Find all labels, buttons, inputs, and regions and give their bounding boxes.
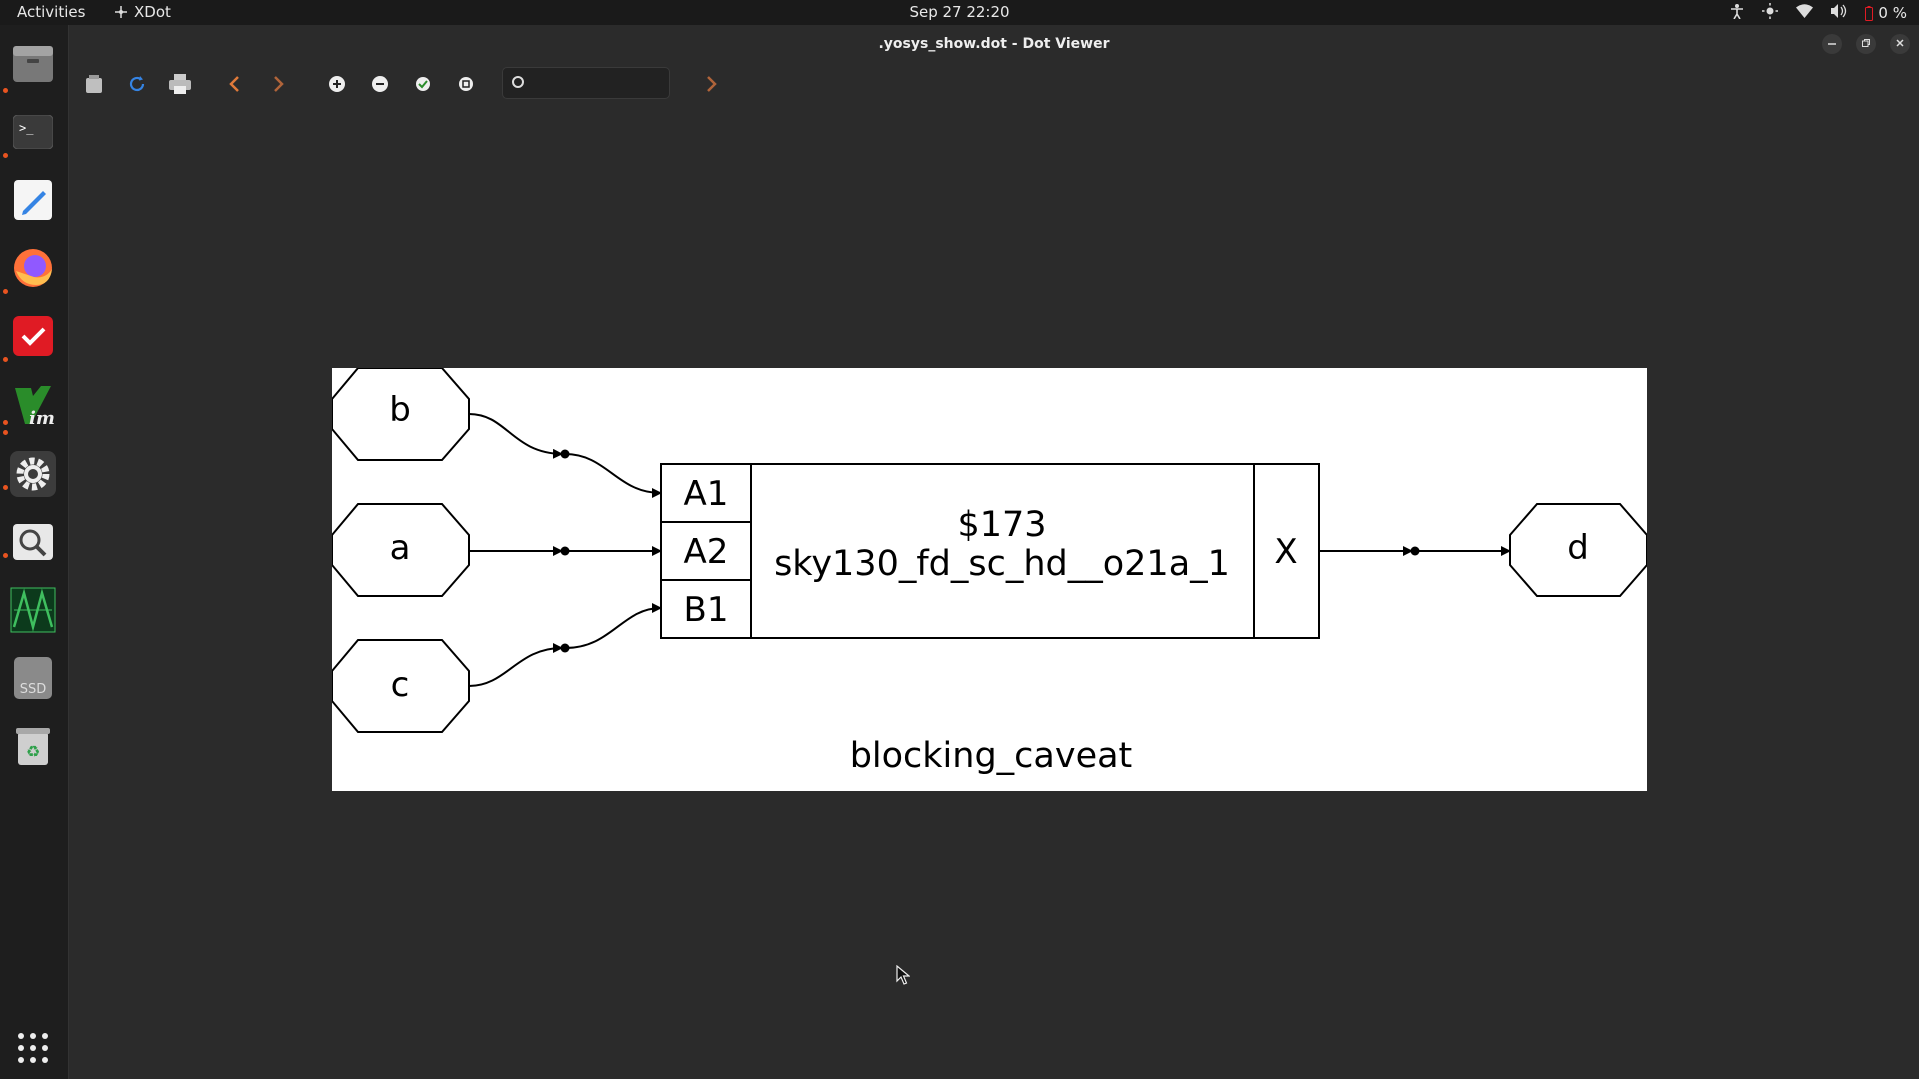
netlist-graph: b a c A1 A2 B1 — [331, 367, 1648, 776]
reload-icon — [129, 76, 145, 92]
open-file-icon — [86, 75, 102, 93]
application-dock: >_ im SSD ♻ — [0, 25, 69, 1079]
zoom-out-icon — [372, 76, 388, 92]
edge-b-junction — [468, 413, 563, 459]
close-icon — [1896, 39, 1904, 47]
reload-button[interactable] — [124, 71, 150, 97]
output-label-d: d — [1567, 528, 1589, 568]
svg-text:♻: ♻ — [26, 742, 40, 761]
back-button[interactable] — [222, 71, 248, 97]
battery-icon — [1865, 5, 1874, 21]
cell-id: $173 — [957, 505, 1046, 545]
zoom-fit-icon — [416, 77, 430, 91]
svg-text:>_: >_ — [19, 121, 34, 135]
cell-type: sky130_fd_sc_hd__o21a_1 — [774, 544, 1230, 584]
firefox-icon — [14, 249, 52, 287]
app-red-icon — [13, 316, 53, 356]
magnifier-icon — [13, 524, 53, 560]
zoom-original-icon — [459, 77, 473, 91]
app-name: XDot — [134, 3, 171, 21]
gear-icon — [16, 457, 50, 491]
svg-text:im: im — [29, 408, 55, 428]
print-button[interactable] — [167, 71, 193, 97]
close-button[interactable] — [1890, 34, 1910, 54]
dock-terminal[interactable]: >_ — [10, 109, 56, 155]
dock-waveform-viewer[interactable] — [10, 587, 56, 633]
input-port-a[interactable]: a — [331, 503, 470, 597]
minimize-button[interactable] — [1822, 34, 1842, 54]
app-menu[interactable]: XDot — [114, 3, 171, 21]
forward-button[interactable] — [265, 71, 291, 97]
restore-icon — [1862, 39, 1870, 47]
chevron-right-icon — [707, 76, 717, 92]
dock-firefox[interactable] — [10, 245, 56, 291]
text-editor-icon — [14, 180, 52, 220]
cell-port-A2: A2 — [684, 532, 729, 572]
chevron-left-icon — [229, 76, 239, 92]
mouse-cursor-icon — [896, 964, 911, 989]
graph-canvas[interactable]: b a c A1 A2 B1 — [331, 367, 1648, 791]
xdot-app-icon — [115, 6, 127, 18]
cell-port-B1: B1 — [684, 590, 729, 630]
edge-junction-B1 — [564, 603, 662, 649]
input-port-c[interactable]: c — [331, 639, 470, 733]
minimize-icon — [1828, 43, 1836, 45]
clock[interactable]: Sep 27 22:20 — [909, 3, 1010, 21]
open-file-button[interactable] — [81, 71, 107, 97]
show-applications-button[interactable] — [10, 1025, 56, 1071]
svg-text:SSD: SSD — [20, 682, 47, 697]
maximize-button[interactable] — [1856, 34, 1876, 54]
input-port-b[interactable]: b — [331, 367, 470, 461]
cell-node[interactable]: A1 A2 B1 $173 sky130_fd_sc_hd__o21a_1 X — [660, 463, 1320, 639]
system-tray[interactable]: 0 % — [1730, 3, 1907, 23]
dock-trash[interactable]: ♻ — [10, 723, 56, 769]
activities-button[interactable]: Activities — [17, 3, 86, 21]
accessibility-icon[interactable] — [1730, 3, 1744, 23]
edge-junction-A1 — [564, 453, 662, 498]
window-title-bar[interactable]: .yosys_show.dot - Dot Viewer — [69, 25, 1919, 63]
dock-vim[interactable]: im — [10, 383, 56, 429]
app-grid-icon — [18, 1033, 48, 1063]
printer-icon — [169, 74, 191, 94]
brightness-icon[interactable] — [1762, 3, 1779, 23]
cell-port-X: X — [1274, 532, 1297, 572]
trash-icon: ♻ — [16, 728, 50, 765]
toolbar — [69, 63, 1919, 105]
input-label-a: a — [390, 528, 411, 568]
dock-app-red[interactable] — [10, 313, 56, 359]
files-icon — [13, 46, 53, 82]
chevron-right-icon — [274, 76, 284, 92]
waveform-icon — [10, 587, 56, 633]
find-next-button[interactable] — [698, 71, 724, 97]
zoom-100-button[interactable] — [453, 71, 479, 97]
volume-icon[interactable] — [1831, 4, 1847, 22]
input-label-c: c — [391, 665, 410, 705]
drive-icon: SSD — [14, 657, 52, 699]
cell-port-A1: A1 — [684, 474, 729, 514]
dock-text-editor[interactable] — [10, 177, 56, 223]
zoom-in-icon — [329, 76, 345, 92]
dock-ssd-drive[interactable]: SSD — [10, 655, 56, 701]
wifi-icon[interactable] — [1796, 4, 1814, 22]
dock-image-viewer[interactable] — [10, 519, 56, 565]
battery-percent: 0 % — [1878, 4, 1907, 22]
graph-label: blocking_caveat — [850, 736, 1133, 776]
window-title: .yosys_show.dot - Dot Viewer — [878, 36, 1110, 52]
edge-c-junction — [468, 643, 563, 687]
search-input[interactable] — [502, 67, 670, 99]
battery-indicator[interactable]: 0 % — [1865, 4, 1907, 22]
input-label-b: b — [389, 390, 411, 430]
vim-icon: im — [15, 386, 55, 428]
output-port-d[interactable]: d — [1509, 503, 1648, 597]
zoom-fit-button[interactable] — [410, 71, 436, 97]
zoom-in-button[interactable] — [324, 71, 350, 97]
dock-settings[interactable] — [10, 451, 56, 497]
system-top-bar: Activities XDot Sep 27 22:20 0 % — [0, 0, 1919, 25]
dock-files[interactable] — [10, 41, 56, 87]
search-icon — [512, 76, 524, 88]
terminal-icon: >_ — [13, 115, 53, 149]
zoom-out-button[interactable] — [367, 71, 393, 97]
